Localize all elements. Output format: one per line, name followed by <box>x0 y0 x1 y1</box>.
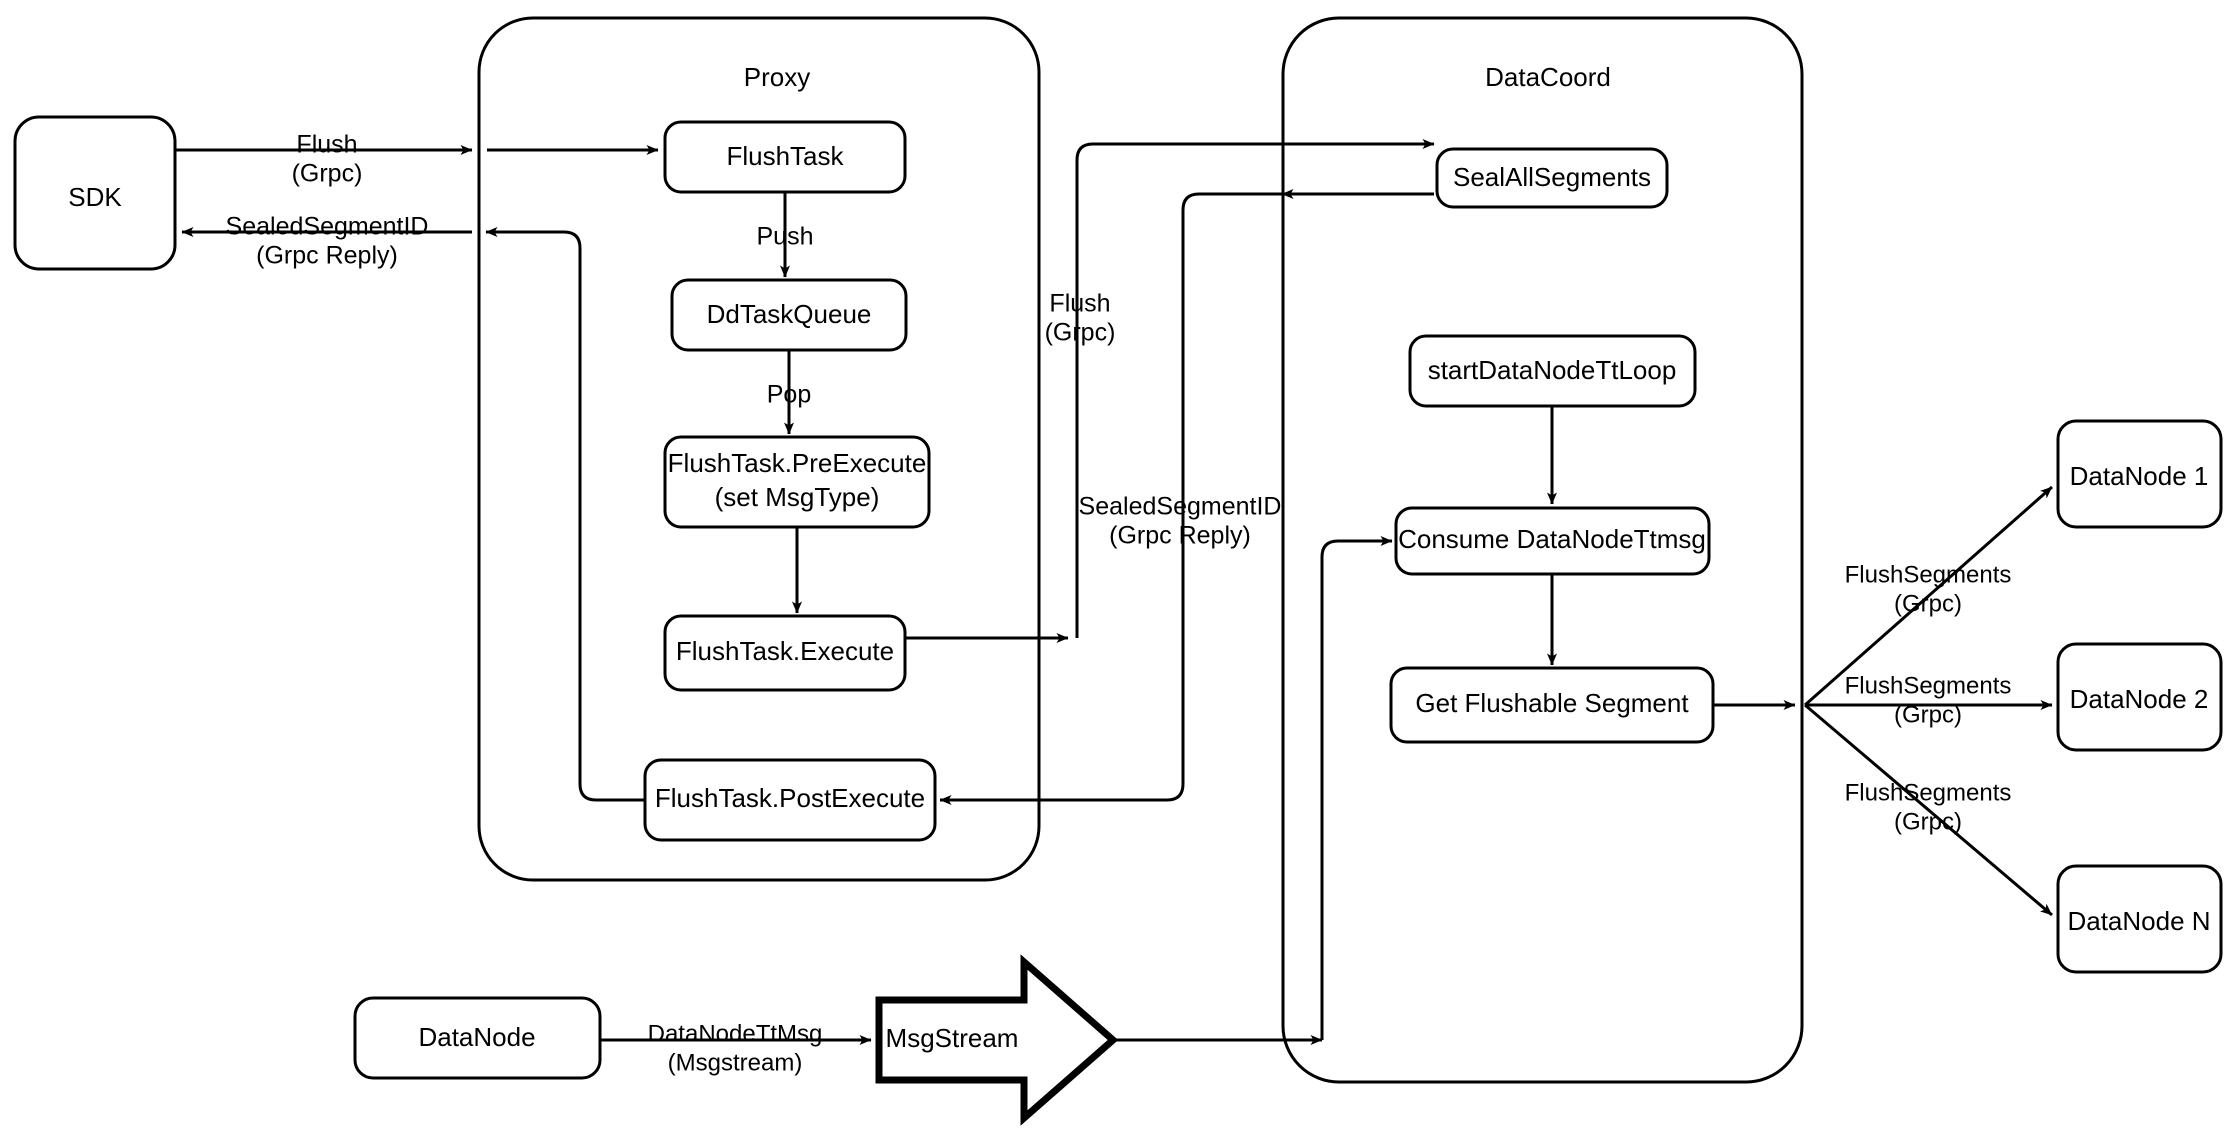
node-sealallsegments[interactable] <box>1435 147 1669 209</box>
edge-postexecute-to-sdk-reply <box>485 227 645 802</box>
node-datanode-2-label: DataNode 2 <box>2070 684 2209 714</box>
node-sealallsegments-label: SealAllSegments <box>1453 162 1651 192</box>
node-flushtask-postexecute[interactable] <box>643 758 937 842</box>
edge-label-flushsegments-2-line2: (Grpc) <box>1894 701 1962 728</box>
node-flushtask-execute[interactable] <box>663 614 907 692</box>
node-datanode-n[interactable] <box>2056 864 2223 974</box>
edge-label-flush-grpc-line1: Flush <box>296 131 357 159</box>
edge-label-flushsegments-1-line2: (Grpc) <box>1894 590 1962 617</box>
node-sdk-label: SDK <box>68 182 122 212</box>
node-flushtask-execute-label: FlushTask.Execute <box>676 636 894 666</box>
container-proxy <box>477 16 1041 882</box>
node-msgstream-label: MsgStream <box>886 1023 1019 1053</box>
node-flushtask-preexecute-label-line1: FlushTask.PreExecute <box>668 448 927 478</box>
node-consume-datanodettmsg-label: Consume DataNodeTtmsg <box>1398 524 1706 554</box>
edge-label-flushsegments-n-line2: (Grpc) <box>1894 808 1962 835</box>
node-flushtask-postexecute-label: FlushTask.PostExecute <box>655 783 925 813</box>
node-get-flushable-segment-label: Get Flushable Segment <box>1415 688 1689 718</box>
node-datanode-1-label: DataNode 1 <box>2070 461 2209 491</box>
edge-label-flushsegments-1-line1: FlushSegments <box>1845 561 2012 588</box>
node-datanode-bottom[interactable] <box>353 996 602 1080</box>
edge-label-datanodettmsg-line1: DataNodeTtMsg <box>648 1020 823 1047</box>
container-proxy-label: Proxy <box>744 62 810 92</box>
edge-datacoord-to-proxy-sealedsegmentid <box>1055 192 1282 802</box>
node-flushtask-preexecute-label-line2: (set MsgType) <box>715 482 880 512</box>
node-datanode-n-label: DataNode N <box>2067 906 2210 936</box>
edge-label-pop: Pop <box>767 381 811 409</box>
node-startdatanodettloop-label: startDataNodeTtLoop <box>1428 355 1677 385</box>
node-datanode-1[interactable] <box>2056 419 2223 529</box>
container-datacoord <box>1281 16 1804 1084</box>
edge-fanout-to-datanode1 <box>1804 485 2053 707</box>
edge-label-flushsegments-2-line1: FlushSegments <box>1845 672 2012 699</box>
node-ddtaskqueue-label: DdTaskQueue <box>707 299 872 329</box>
edge-fanout-to-datanoden <box>1804 703 2053 917</box>
node-msgstream-shape[interactable] <box>875 954 1119 1126</box>
edge-label-flushsegments-n-line1: FlushSegments <box>1845 779 2012 806</box>
edge-label-push: Push <box>757 223 814 251</box>
edge-label-proxy-flush-line1: Flush <box>1049 290 1110 318</box>
edge-label-sealedsegmentid-line2: (Grpc Reply) <box>256 242 398 270</box>
edge-label-coord-sealedsegmentid-line1: SealedSegmentID <box>1079 493 1282 521</box>
node-datanode-bottom-label: DataNode <box>418 1022 535 1052</box>
container-datacoord-label: DataCoord <box>1485 62 1611 92</box>
node-flushtask-label: FlushTask <box>726 141 844 171</box>
edge-label-flush-grpc-line2: (Grpc) <box>292 160 363 188</box>
edge-label-coord-sealedsegmentid-line2: (Grpc Reply) <box>1109 522 1251 550</box>
edge-label-sealedsegmentid-line1: SealedSegmentID <box>226 213 429 241</box>
node-sdk[interactable] <box>13 115 177 271</box>
edge-label-datanodettmsg-line2: (Msgstream) <box>668 1049 803 1076</box>
edge-proxy-to-datacoord-flush <box>1075 142 1262 638</box>
node-datanode-2[interactable] <box>2056 642 2223 752</box>
edge-msgstream-into-datacoord <box>1320 539 1390 1040</box>
edge-label-proxy-flush-line2: (Grpc) <box>1045 319 1116 347</box>
